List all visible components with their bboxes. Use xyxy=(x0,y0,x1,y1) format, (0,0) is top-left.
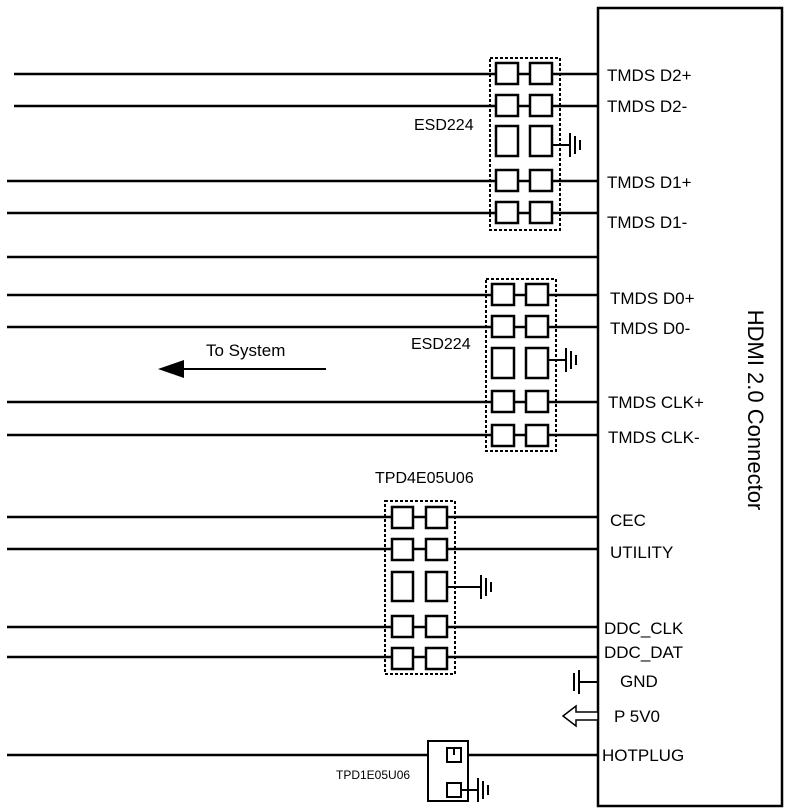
ground-icon xyxy=(552,133,581,157)
esd224-top-label: ESD224 xyxy=(414,117,474,134)
esd224-bottom-device xyxy=(485,278,577,452)
tpd4e05u06-device xyxy=(384,500,492,675)
tpd1e05u06-label: TPD1E05U06 xyxy=(336,768,410,782)
pin-label-cec: CEC xyxy=(610,511,646,530)
ground-icon xyxy=(461,778,489,802)
to-system-arrow xyxy=(158,360,326,378)
tpd4e05u06-label: TPD4E05U06 xyxy=(375,470,474,487)
pin-label-tmds-d0-minus: TMDS D0- xyxy=(610,319,690,338)
pin-label-gnd: GND xyxy=(620,672,658,691)
ground-icon xyxy=(447,575,492,599)
pin-label-p5v0: P 5V0 xyxy=(614,707,660,726)
pin-label-tmds-clk-plus: TMDS CLK+ xyxy=(608,393,704,412)
pin-label-ddc-clk: DDC_CLK xyxy=(604,619,684,638)
gnd-pin-ground-icon xyxy=(573,670,598,694)
ground-icon xyxy=(548,348,577,372)
esd224-bottom-label: ESD224 xyxy=(411,336,471,353)
tpd1e05u06-device xyxy=(427,740,489,802)
connector-pin-labels: TMDS D2+ TMDS D2- TMDS D1+ TMDS D1- TMDS… xyxy=(602,66,704,765)
p5v0-pin-arrow-icon xyxy=(561,704,599,728)
pin-label-tmds-d2-plus: TMDS D2+ xyxy=(607,66,692,85)
pin-label-tmds-d1-plus: TMDS D1+ xyxy=(607,173,692,192)
pin-label-tmds-d1-minus: TMDS D1- xyxy=(607,213,687,232)
pin-label-tmds-d0-plus: TMDS D0+ xyxy=(610,289,695,308)
pin-label-tmds-clk-minus: TMDS CLK- xyxy=(608,428,700,447)
pin-label-utility: UTILITY xyxy=(610,543,673,562)
to-system-label: To System xyxy=(206,341,285,360)
pin-label-tmds-d2-minus: TMDS D2- xyxy=(607,97,687,116)
pin-label-hotplug: HOTPLUG xyxy=(602,746,684,765)
pin-label-ddc-dat: DDC_DAT xyxy=(604,643,683,662)
esd224-top-device xyxy=(489,57,581,231)
hdmi-connector-body xyxy=(596,6,784,808)
connector-title: HDMI 2.0 Connector xyxy=(743,310,768,511)
